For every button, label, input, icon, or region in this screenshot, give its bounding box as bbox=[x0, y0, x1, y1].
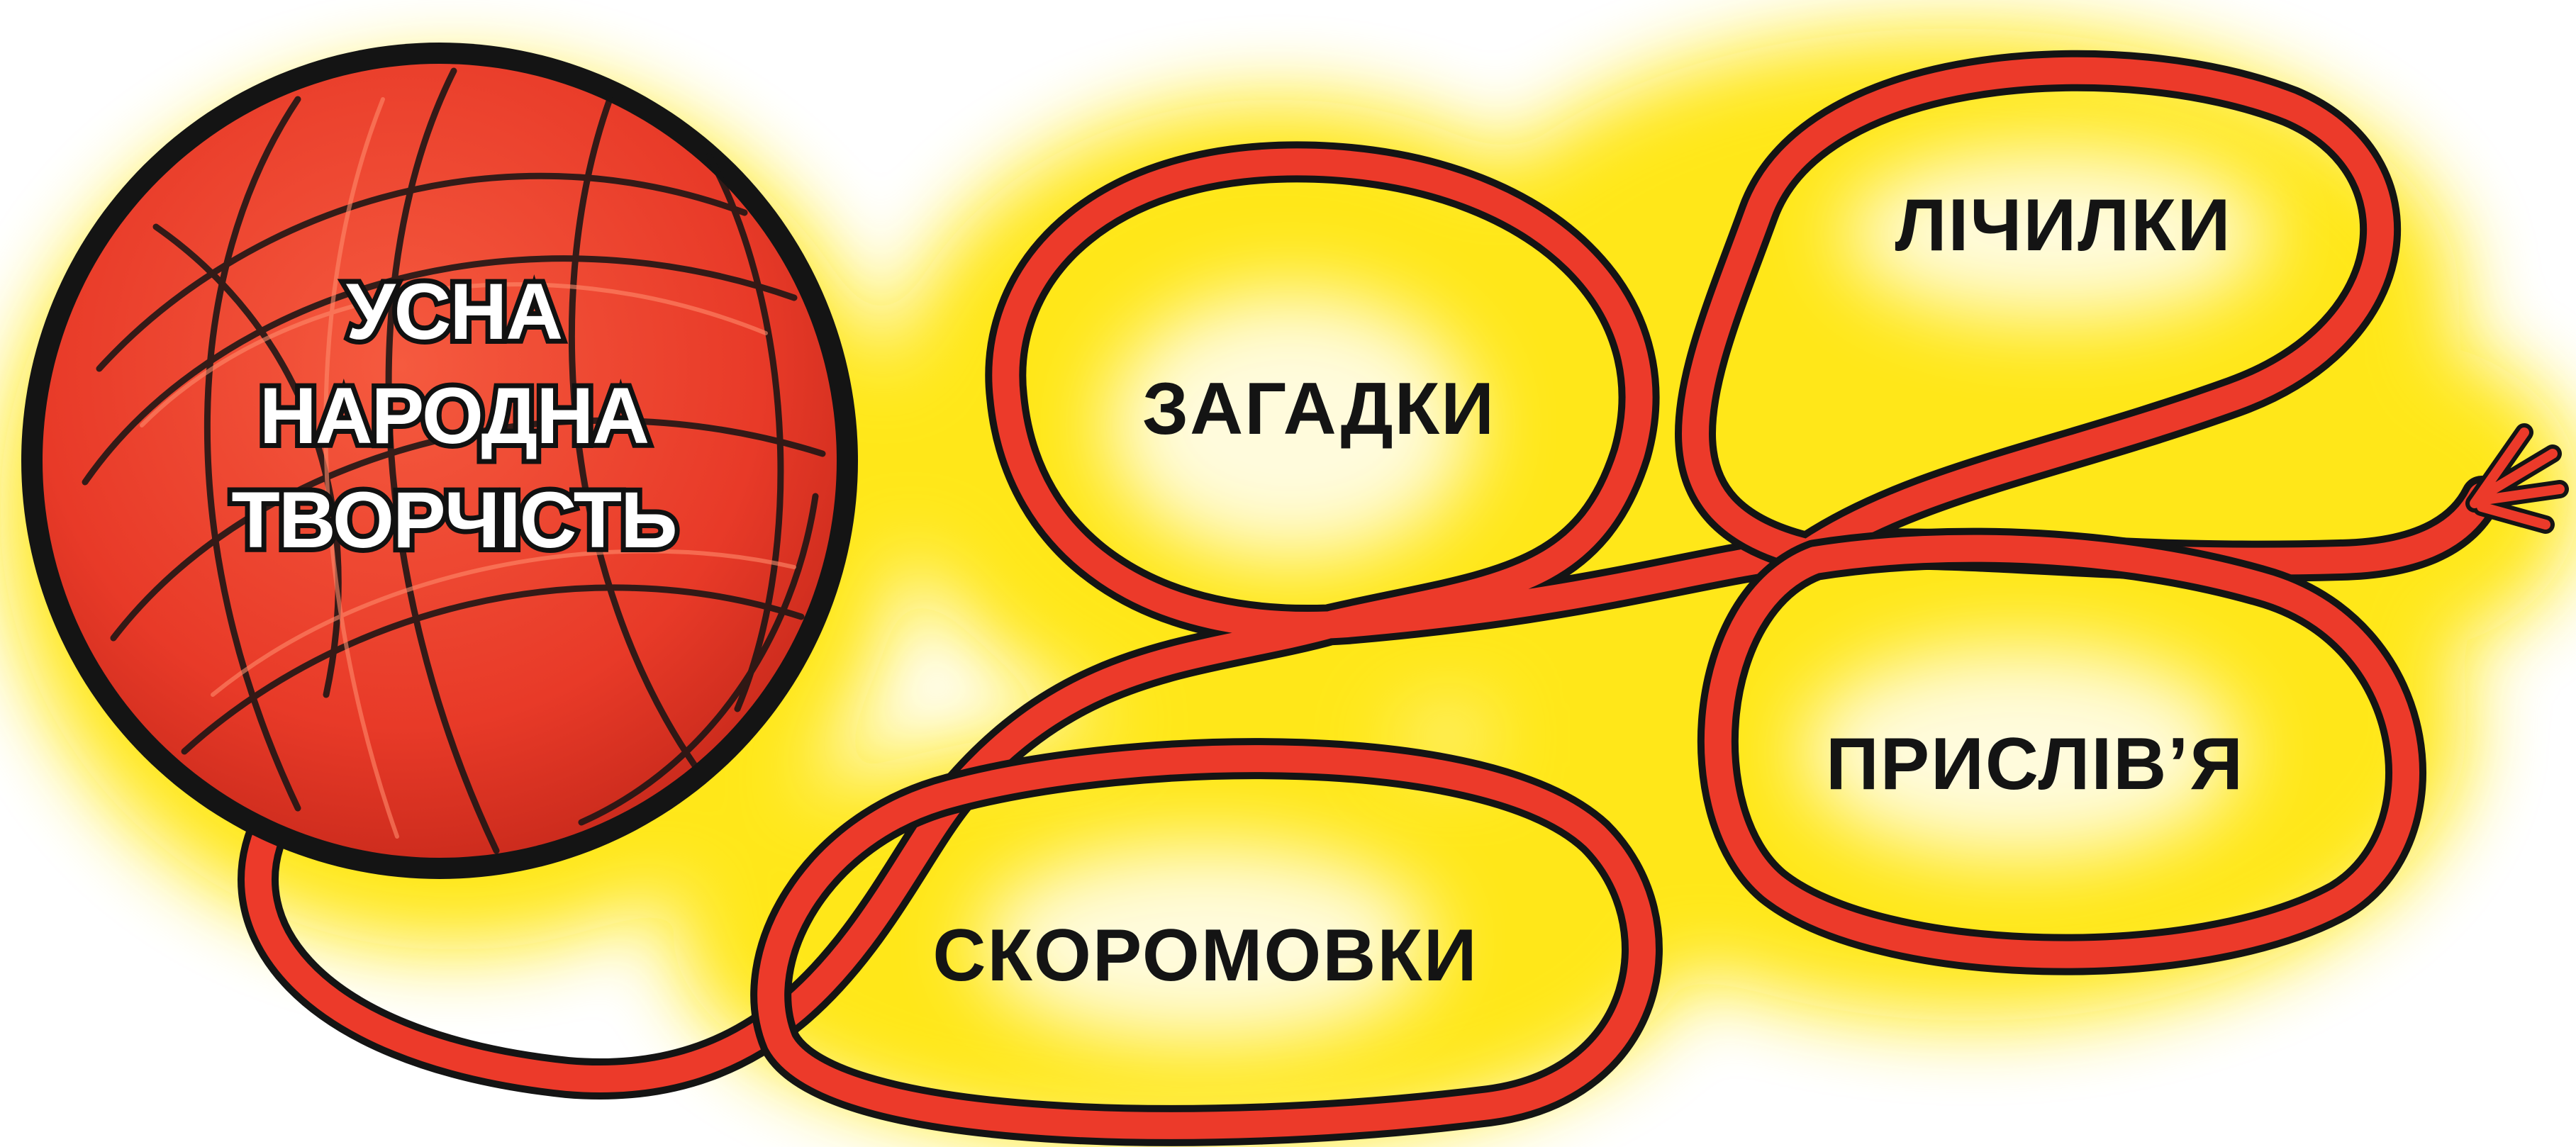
yarn-ball-icon bbox=[21, 43, 858, 879]
label-lichylky: ЛІЧИЛКИ bbox=[1895, 184, 2232, 267]
label-zagadky: ЗАГАДКИ bbox=[1142, 368, 1495, 450]
center-title-line-2: НАРОДНА bbox=[260, 371, 648, 460]
center-title-line-3: ТВОРЧІСТЬ bbox=[231, 476, 676, 564]
label-skoromovky: СКОРОМОВКИ bbox=[932, 914, 1478, 997]
center-title-line-1: УСНА bbox=[346, 267, 562, 356]
label-pryslivya: ПРИСЛІВ’Я bbox=[1826, 723, 2244, 805]
